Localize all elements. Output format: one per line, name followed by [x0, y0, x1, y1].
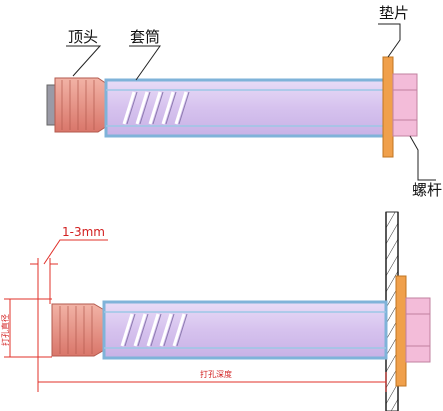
label-top-cap: 顶头 [68, 28, 98, 46]
washer-installed [395, 275, 407, 387]
label-sleeve: 套筒 [130, 28, 160, 46]
top-cap-installed [51, 303, 107, 357]
washer [382, 56, 394, 158]
bolt-head-installed [405, 297, 431, 363]
sleeve [104, 78, 392, 138]
drill-depth-dimension [38, 372, 387, 392]
bolt-head [392, 73, 418, 137]
gap-dimension [30, 239, 108, 392]
top-assembly: 顶头 套筒 垫片 螺杆 [46, 4, 442, 199]
label-drill-depth: 打孔深度 [200, 369, 232, 379]
hole-diameter-dimension [4, 298, 52, 358]
sleeve-slots [122, 91, 188, 125]
label-washer: 垫片 [379, 4, 409, 22]
label-hole-diameter: 打孔直径 [0, 314, 10, 346]
leader-lines-top [66, 23, 436, 181]
label-bolt: 螺杆 [412, 181, 442, 199]
bottom-assembly: 1-3mm 打孔直径 打孔深度 [0, 211, 431, 411]
sleeve-installed [102, 300, 388, 360]
label-gap: 1-3mm [62, 225, 105, 239]
top-cap [46, 77, 111, 133]
